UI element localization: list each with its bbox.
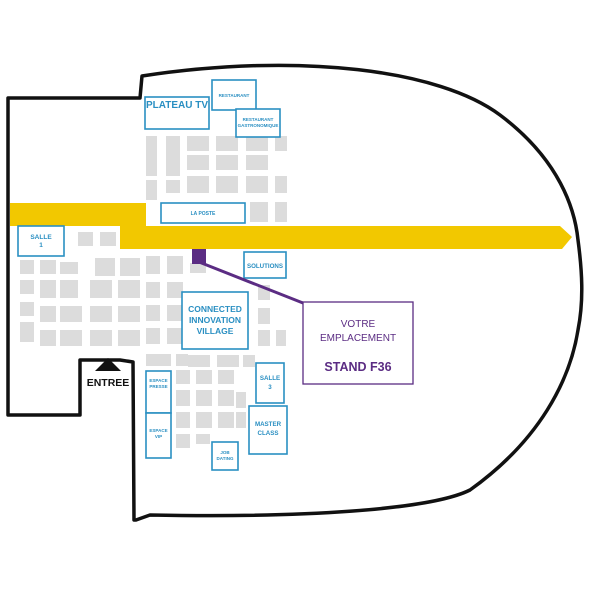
zone-salle-3[interactable]: SALLE 3 (255, 362, 285, 404)
zone-solutions-label: SOLUTIONS (247, 263, 283, 270)
zone-master-class-label-2: CLASS (258, 430, 279, 437)
zone-solutions[interactable]: SOLUTIONS (243, 251, 287, 279)
zone-restaurant-gastro-label-1: RESTAURANT (243, 117, 274, 122)
zone-la-poste[interactable]: LA POSTE (160, 202, 246, 224)
callout-line-2: EMPLACEMENT (320, 333, 396, 344)
zone-espace-vip-label-2: VIP (155, 434, 162, 439)
zone-civ-label-1: CONNECTED (188, 304, 242, 314)
zone-connected-innovation-village[interactable]: CONNECTED INNOVATION VILLAGE (181, 291, 249, 350)
zone-la-poste-label: LA POSTE (191, 211, 216, 217)
zone-job-dating-label-2: DATING (217, 456, 234, 461)
zone-espace-presse[interactable]: ESPACE PRESSE (145, 370, 172, 414)
location-callout: VOTRE EMPLACEMENT STAND F36 (302, 301, 414, 385)
zone-espace-presse-label-2: PRESSE (149, 384, 167, 389)
zone-salle-1-label-1: SALLE (30, 234, 52, 241)
zone-civ-label-3: VILLAGE (197, 326, 234, 336)
zone-plateau-tv-label: PLATEAU TV (146, 100, 208, 111)
zone-salle-3-label-2: 3 (268, 384, 272, 391)
callout-line-1: VOTRE (341, 319, 376, 330)
entrance: ENTREE (87, 358, 130, 389)
zone-espace-vip-label-1: ESPACE (149, 428, 167, 433)
callout-stand-number: STAND F36 (324, 360, 391, 374)
aisle-horizontal-left (10, 203, 146, 226)
zone-plateau-tv[interactable]: PLATEAU TV (144, 96, 210, 130)
zone-restaurant-gastronomique[interactable]: RESTAURANT GASTRONOMIQUE (235, 108, 281, 138)
up-arrow-icon (95, 358, 121, 371)
entrance-label: ENTREE (87, 377, 130, 389)
zone-job-dating-label-1: JOB (220, 450, 230, 455)
zone-espace-vip[interactable]: ESPACE VIP (145, 412, 172, 459)
aisle-horizontal-main (120, 226, 572, 249)
zone-salle-3-label-1: SALLE (260, 375, 280, 382)
zone-civ-label-2: INNOVATION (189, 315, 241, 325)
stand-f36-marker[interactable] (192, 249, 206, 264)
booth-grid (20, 136, 287, 448)
zone-salle-1[interactable]: SALLE 1 (17, 225, 65, 257)
zone-espace-presse-label-1: ESPACE (149, 378, 167, 383)
zone-master-class[interactable]: MASTER CLASS (248, 405, 288, 455)
zone-job-dating[interactable]: JOB DATING (211, 441, 239, 471)
callout-connector (198, 260, 304, 305)
zone-restaurant-label: RESTAURANT (219, 93, 250, 98)
zone-restaurant-gastro-label-2: GASTRONOMIQUE (238, 123, 279, 128)
zone-salle-1-label-2: 1 (39, 242, 43, 249)
zone-master-class-label-1: MASTER (255, 421, 282, 428)
zone-restaurant[interactable]: RESTAURANT (211, 79, 257, 111)
